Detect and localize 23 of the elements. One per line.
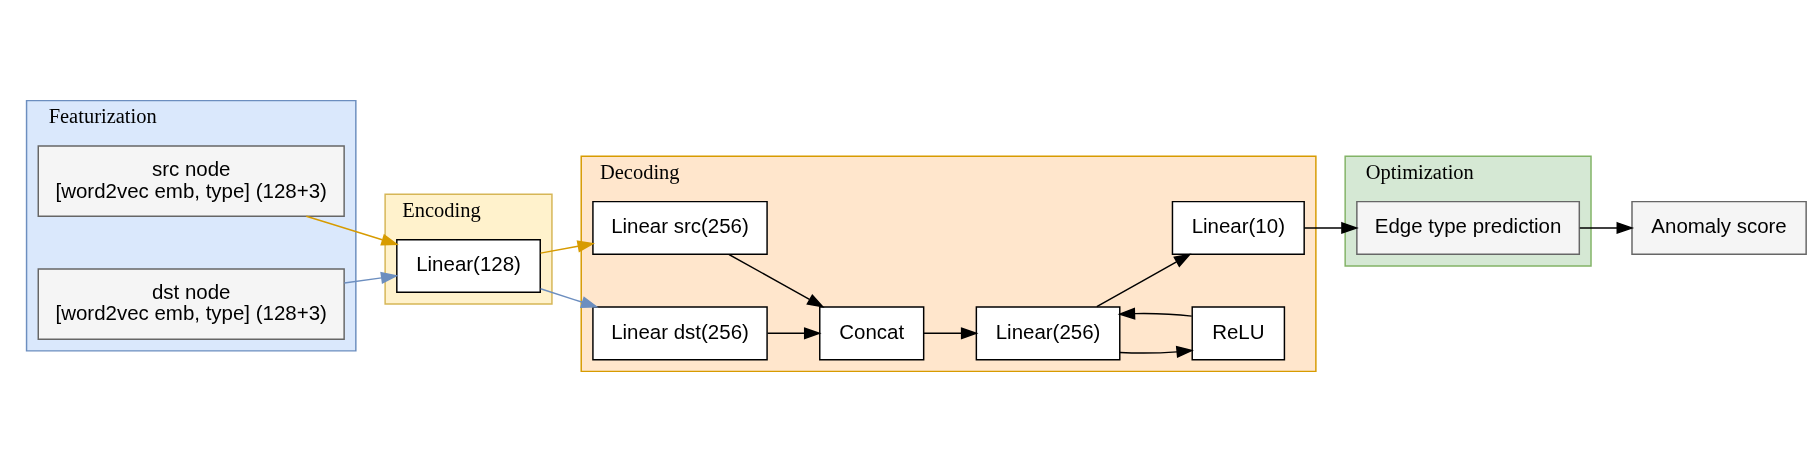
- node-box: ReLU: [1191, 306, 1285, 361]
- node-box: Edge type prediction: [1355, 200, 1580, 255]
- node-box: Anomaly score: [1630, 200, 1807, 255]
- node-box: Linear src(256): [591, 200, 768, 255]
- arrow: [1578, 221, 1634, 235]
- node-box: Linear(10): [1171, 200, 1305, 255]
- node-box: dst node [word2vec emb, type] (128+3): [37, 268, 345, 340]
- node-box: Linear(128): [395, 238, 541, 294]
- arrow: [539, 240, 595, 254]
- node-box: Linear dst(256): [591, 306, 768, 361]
- arrow: [343, 271, 398, 284]
- node-box: src node [word2vec emb, type] (128+3): [37, 145, 345, 217]
- arrow: [1095, 253, 1192, 308]
- arrow: [305, 215, 399, 246]
- arrow: [1302, 221, 1359, 235]
- arrow: [727, 253, 825, 308]
- arrow: [1117, 307, 1192, 320]
- node-box: Concat: [818, 306, 924, 361]
- arrow: [1118, 345, 1194, 359]
- node-box: Linear(256): [975, 306, 1120, 361]
- arrow: [922, 327, 978, 340]
- arrow: [539, 288, 599, 308]
- arrow: [766, 327, 822, 340]
